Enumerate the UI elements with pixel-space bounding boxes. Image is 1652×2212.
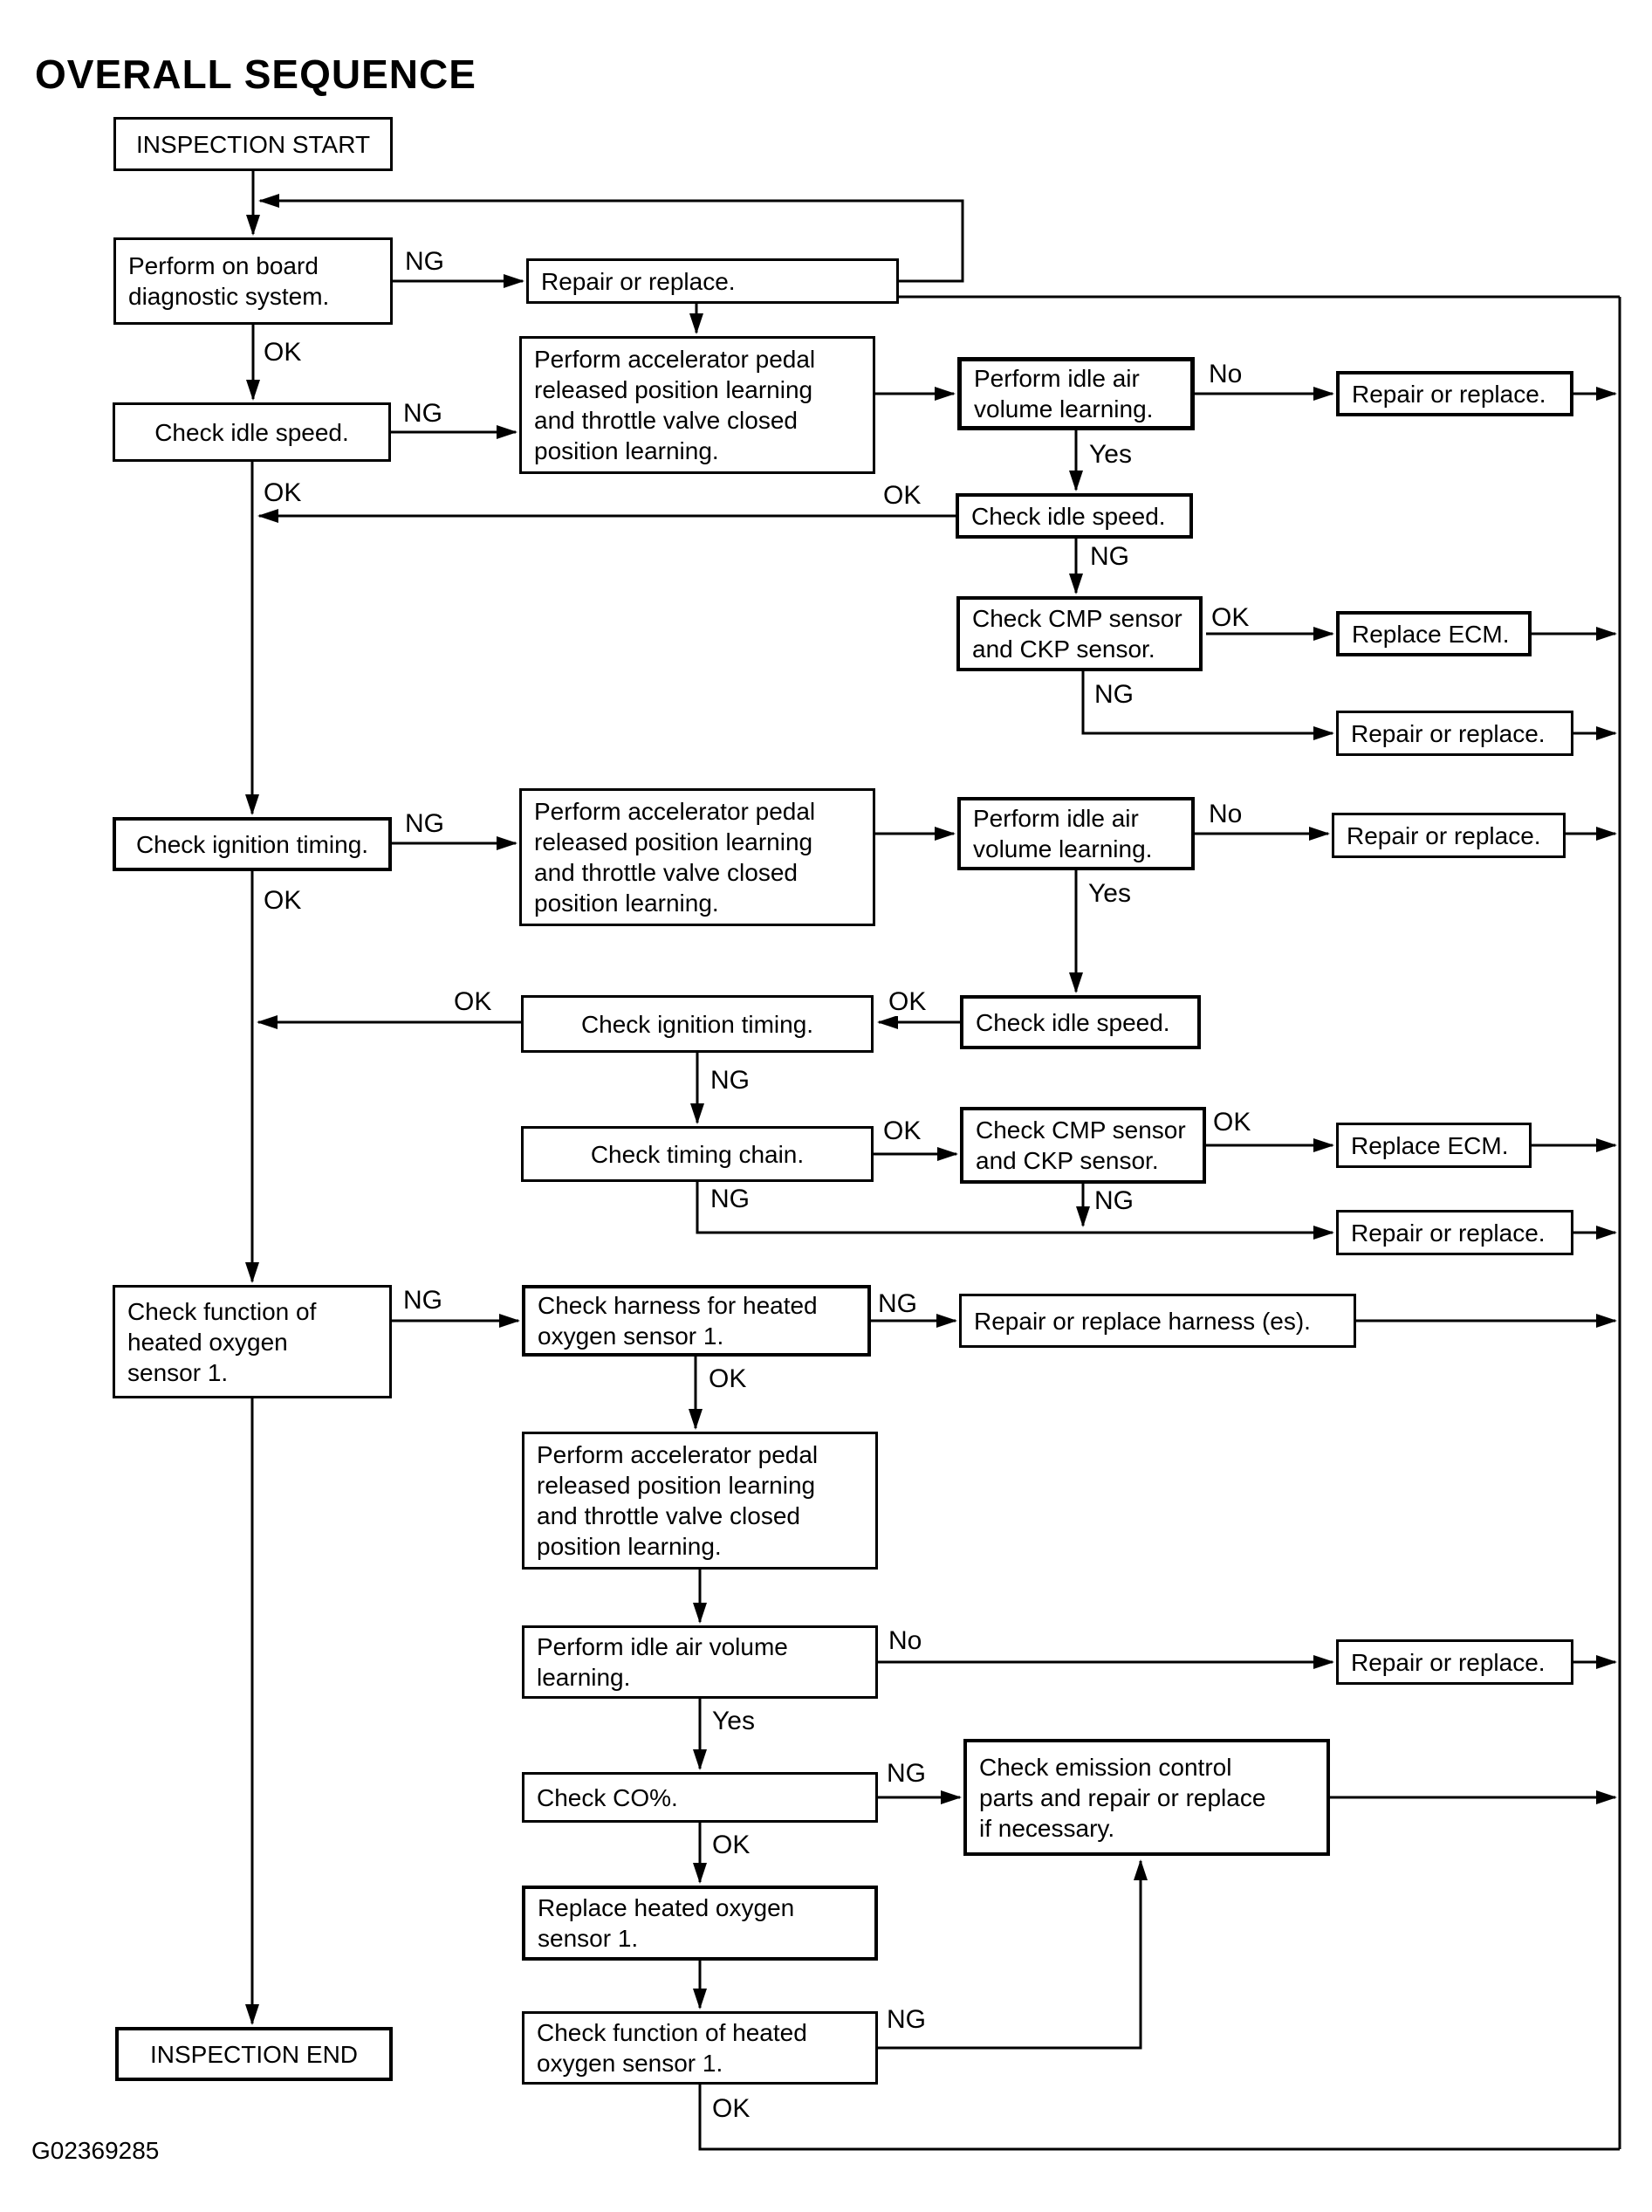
flow-node-inspection-start: INSPECTION START [113,117,393,171]
flow-node-idle-air-volume-2: Perform idle air volume learning. [957,797,1195,870]
edge-label-ok-17: OK [881,1116,923,1145]
flow-edge-hos-mid-ok-bottom [698,2085,1620,2151]
flow-node-replace-ecm-2: Replace ECM. [1336,1123,1532,1168]
edge-label-ok-18: OK [1211,1108,1253,1137]
flow-node-check-idle-speed-r1: Check idle speed. [956,493,1193,539]
flow-node-check-hos-function-mid: Check function of heated oxygen sensor 1… [522,2011,878,2085]
flow-node-check-hos-harness: Check harness for heated oxygen sensor 1… [522,1285,871,1357]
flow-edge-repair1-loop-back [258,194,964,283]
flow-node-check-timing-chain: Check timing chain. [521,1126,874,1182]
flow-node-replace-hos: Replace heated oxygen sensor 1. [522,1886,878,1961]
figure-code: G02369285 [31,2137,160,2164]
flow-node-check-hos-function-left: Check function of heated oxygen sensor 1… [113,1285,392,1398]
flow-edge-cmp1-ng [1081,671,1334,740]
flow-node-check-idle-speed-left: Check idle speed. [113,402,391,462]
flow-node-repair-or-replace-6: Repair or replace. [1336,1639,1573,1685]
edge-label-ng-20: NG [1093,1186,1135,1215]
flow-node-repair-or-replace-5: Repair or replace. [1336,1210,1573,1255]
edge-label-ok-23: OK [707,1364,749,1393]
edge-label-ng-2: NG [401,399,444,428]
edge-label-ok-11: OK [262,886,304,915]
edge-label-ng-26: NG [885,1759,928,1788]
flow-node-repair-harness: Repair or replace harness (es). [959,1294,1356,1348]
edge-label-ng-10: NG [403,809,446,838]
edge-label-ng-7: NG [1088,542,1131,571]
edge-label-no-4: No [1207,360,1244,388]
flow-edge-hos-mid-ng-up [878,1859,1148,2050]
edge-label-ng-21: NG [401,1286,444,1315]
edge-label-ng-16: NG [709,1066,751,1095]
edge-label-ng-9: NG [1093,680,1135,709]
flow-node-check-idle-speed-r2: Check idle speed. [960,995,1201,1049]
flow-node-repair-or-replace-2: Repair or replace. [1336,371,1573,416]
edge-label-ng-0: NG [403,247,446,276]
edge-label-ok-14: OK [887,987,929,1016]
flow-node-check-ignition-mid: Check ignition timing. [521,995,874,1053]
flow-node-inspection-end: INSPECTION END [115,2027,393,2081]
edge-label-ng-28: NG [885,2005,928,2034]
flow-node-pedal-learning-2: Perform accelerator pedal released posit… [519,788,875,926]
edge-label-ok-3: OK [262,478,304,507]
flow-node-pedal-learning-1: Perform accelerator pedal released posit… [519,336,875,474]
flow-edge-timing-chain-ng [696,1182,1334,1240]
flow-node-repair-or-replace-3: Repair or replace. [1336,711,1573,756]
edge-label-yes-13: Yes [1086,879,1133,908]
flow-node-check-cmp-ckp-1: Check CMP sensor and CKP sensor. [956,596,1203,671]
edge-label-ng-19: NG [709,1185,751,1213]
flow-node-check-emission: Check emission control parts and repair … [963,1739,1330,1856]
flow-node-idle-air-volume-1: Perform idle air volume learning. [957,357,1195,430]
flow-node-repair-or-replace-1: Repair or replace. [526,258,899,304]
page-title: OVERALL SEQUENCE [35,52,476,97]
flow-node-check-co: Check CO%. [522,1772,878,1823]
flow-node-replace-ecm-1: Replace ECM. [1336,611,1532,656]
edge-label-yes-25: Yes [710,1707,757,1735]
edge-label-no-24: No [887,1626,924,1655]
flow-node-check-cmp-ckp-2: Check CMP sensor and CKP sensor. [960,1107,1206,1184]
edge-label-ok-1: OK [262,338,304,367]
flow-node-pedal-learning-3: Perform accelerator pedal released posit… [522,1432,878,1570]
edge-label-ng-22: NG [876,1289,919,1318]
edge-label-no-12: No [1207,800,1244,828]
edge-label-ok-8: OK [1210,603,1251,632]
flow-node-onboard-diagnostic: Perform on board diagnostic system. [113,237,393,325]
flow-node-check-ignition-left: Check ignition timing. [113,817,392,871]
edge-label-ok-15: OK [452,987,494,1016]
edge-label-ok-29: OK [710,2094,752,2123]
flow-node-idle-air-volume-3: Perform idle air volume learning. [522,1625,878,1699]
edge-label-yes-5: Yes [1087,440,1134,469]
edge-label-ok-27: OK [710,1831,752,1859]
edge-label-ok-6: OK [881,481,923,510]
flow-node-repair-or-replace-4: Repair or replace. [1332,813,1566,858]
